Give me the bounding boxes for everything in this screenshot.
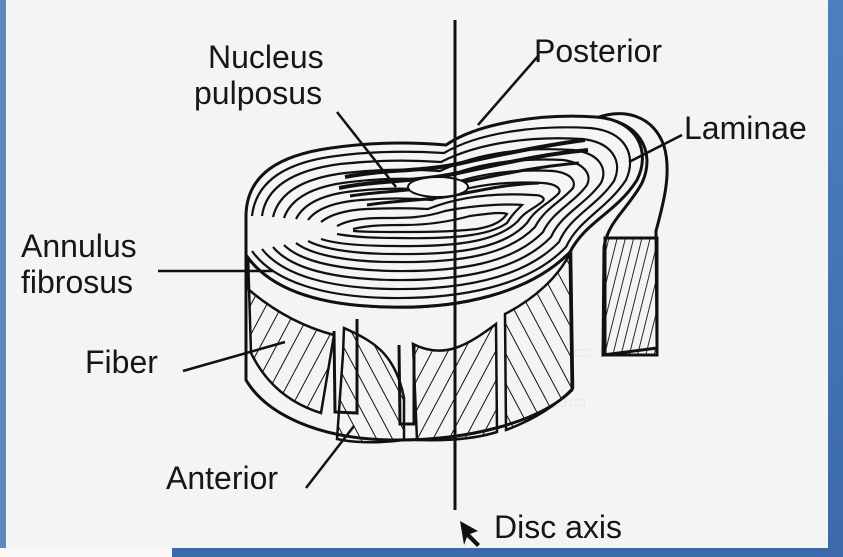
posterior-label: Posterior [534, 34, 662, 68]
nucleus-label-line2: pulposus [194, 76, 322, 110]
disc-axis-label: Disc axis [494, 510, 622, 544]
nucleus-pulposus-shape [408, 177, 468, 197]
nucleus-label-line1: Nucleus [208, 40, 324, 74]
arrow-pointer-icon [460, 521, 480, 547]
diagram-paper: ▭ ▭▭▭ ▭▭ ▭▭▭▭▭▭▭▭▭ ▭▭▭ ▭▭▭▭ ▭▭▭▭ ▭▭▭▭▭ ▭… [0, 0, 828, 548]
fiber-label: Fiber [85, 345, 158, 379]
anterior-leader-line [306, 426, 354, 488]
posterior-leader-line [478, 55, 539, 125]
annulus-label-line2: fibrosus [21, 265, 133, 299]
left-frame-strip [0, 0, 6, 557]
annulus-label-line1: Annulus [21, 229, 137, 263]
anterior-label: Anterior [166, 461, 278, 495]
bottom-page-edge [0, 548, 172, 557]
laminae-label: Laminae [684, 111, 807, 145]
